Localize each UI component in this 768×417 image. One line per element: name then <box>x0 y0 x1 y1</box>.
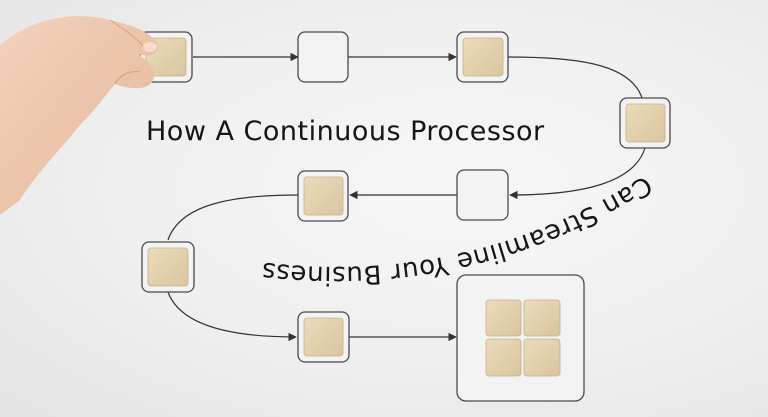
wooden-block-icon <box>462 37 504 77</box>
hand-icon <box>0 16 159 215</box>
wooden-block-icon <box>147 247 189 287</box>
wooden-block-icon <box>485 338 522 377</box>
wooden-block-icon <box>485 299 522 337</box>
title-line-1: How A Continuous Processor <box>146 116 545 147</box>
wooden-block-icon <box>303 317 344 357</box>
connector-4 <box>509 147 646 200</box>
wooden-block-icon <box>303 176 344 216</box>
connector-7 <box>167 291 297 342</box>
wooden-blocks <box>145 37 666 377</box>
connector-6 <box>167 194 299 241</box>
flow-lines <box>167 52 646 342</box>
connector-3 <box>507 56 643 99</box>
frame-empty-1 <box>297 31 349 83</box>
wooden-block-icon <box>523 338 561 377</box>
frame-empty-2 <box>456 169 509 221</box>
wooden-block-icon <box>625 103 666 143</box>
frame-final <box>456 274 585 402</box>
wooden-block-icon <box>523 299 561 337</box>
